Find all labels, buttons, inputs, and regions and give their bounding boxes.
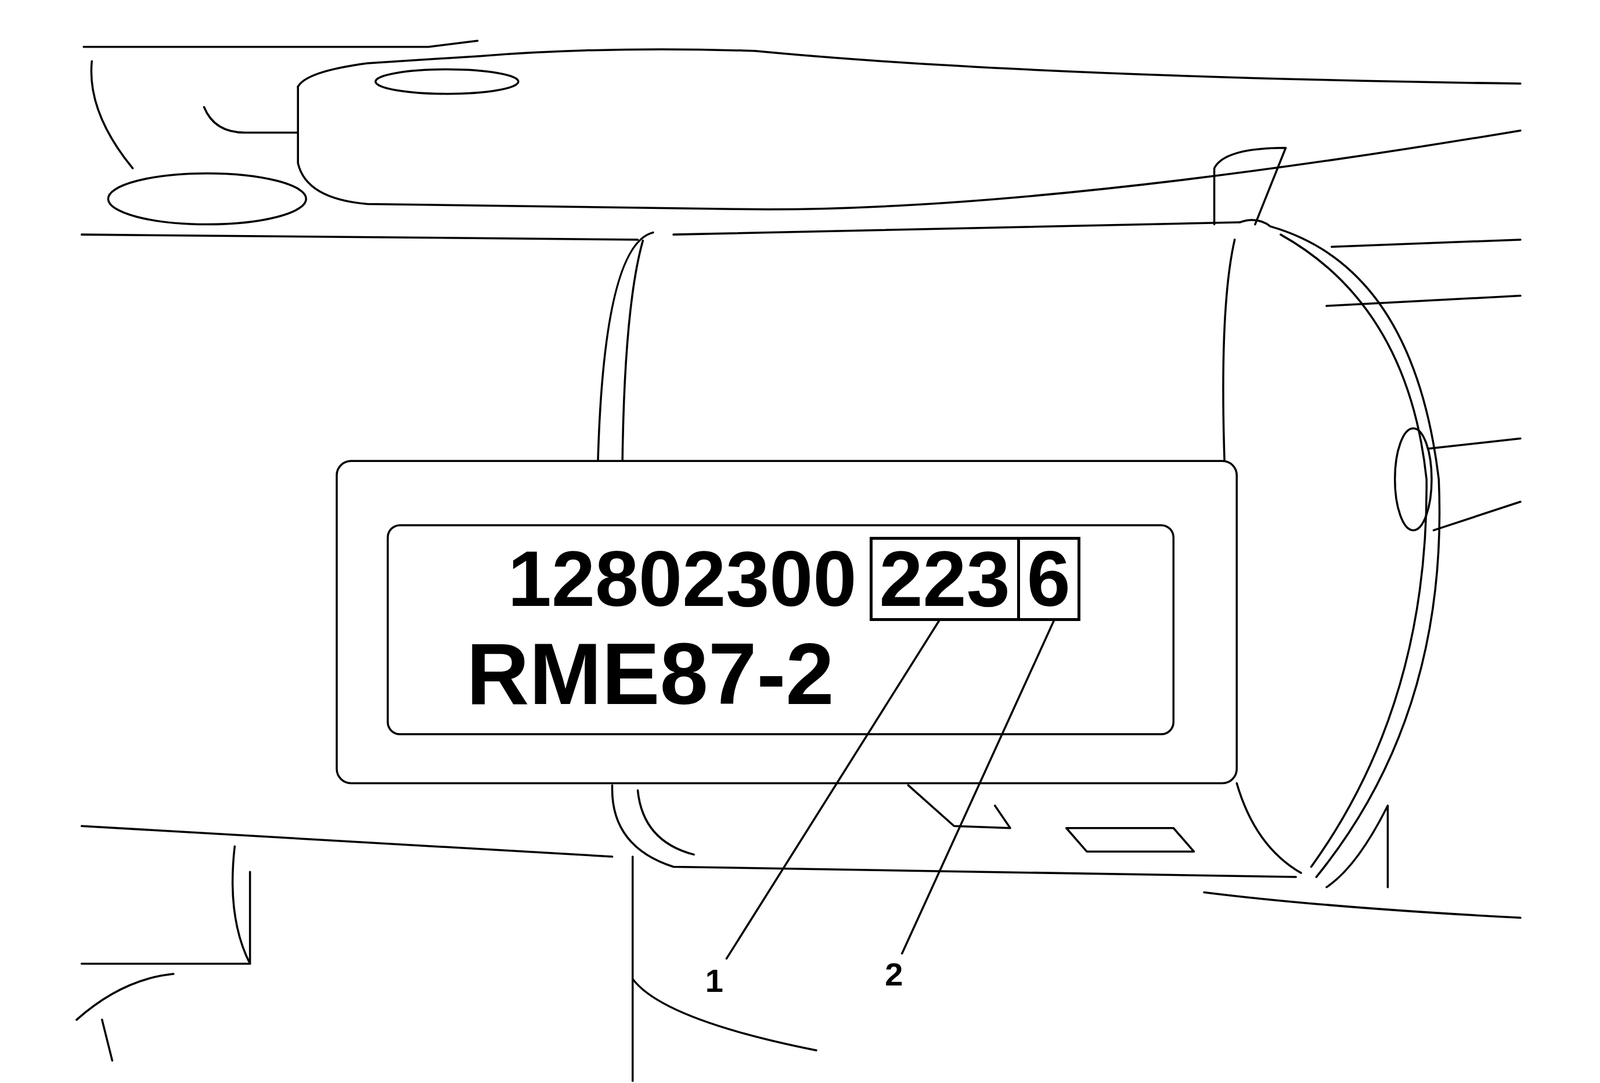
model-code: RME87-2	[466, 630, 835, 718]
code-box: 223	[869, 537, 1021, 622]
part-number: 12802300	[507, 539, 857, 619]
callout-number: 1	[705, 964, 724, 998]
leader-line	[902, 618, 1056, 954]
code-digits: 223	[879, 539, 1011, 619]
callout-number: 2	[884, 958, 903, 992]
code-digits: 6	[1026, 539, 1071, 619]
code-box: 6	[1017, 537, 1081, 622]
